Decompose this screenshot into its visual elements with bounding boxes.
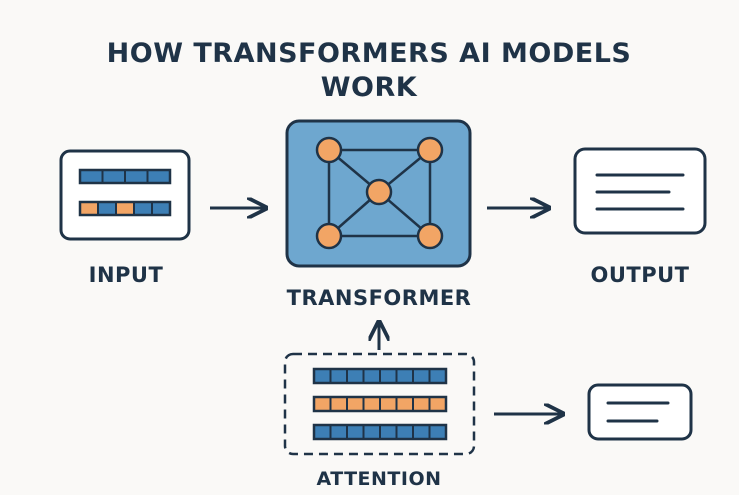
attention-token (428, 424, 447, 440)
attention-token (329, 424, 348, 440)
attention-row-frame (312, 395, 448, 413)
transformer-panel (285, 119, 472, 268)
transformer-label: TRANSFORMER (287, 286, 472, 310)
attention-token (346, 396, 365, 412)
input-token (151, 201, 171, 216)
input-token (79, 169, 104, 184)
output-box (573, 147, 707, 235)
attention-token (379, 396, 398, 412)
title-line-2: WORK (321, 72, 418, 103)
attention-token (313, 368, 332, 384)
input-row-frame (78, 200, 172, 217)
input-token (124, 169, 149, 184)
attention-dashed-frame (283, 352, 476, 456)
attention-token (428, 368, 447, 384)
network-node-top-left (315, 136, 343, 164)
input-token (97, 201, 117, 216)
input-row-frame (78, 168, 172, 185)
attention-label: ATTENTION (316, 468, 441, 490)
attention-token (412, 424, 431, 440)
output-label: OUTPUT (591, 263, 690, 287)
attention-token (362, 396, 381, 412)
network-graph (315, 136, 444, 250)
attention-token (395, 368, 414, 384)
input-token (115, 201, 135, 216)
attention-row-frame (312, 423, 448, 441)
attention-token (329, 368, 348, 384)
attention-token (329, 396, 348, 412)
input-box (59, 149, 191, 241)
attention-token (346, 368, 365, 384)
input-frame (59, 149, 191, 241)
input-label: INPUT (89, 263, 164, 287)
input-token (146, 169, 171, 184)
network-node-center (365, 178, 393, 206)
attention-token (379, 424, 398, 440)
attention-token-rows (312, 367, 448, 441)
attention-token (346, 424, 365, 440)
attention-token (379, 368, 398, 384)
attention-token (313, 396, 332, 412)
input-token-rows (78, 168, 172, 217)
result-box (587, 383, 693, 441)
attention-token (313, 424, 332, 440)
attention-token (428, 396, 447, 412)
attention-token (395, 396, 414, 412)
attention-token (362, 424, 381, 440)
input-token (79, 201, 99, 216)
attention-box (283, 352, 476, 456)
attention-token (412, 368, 431, 384)
network-node-bottom-left (315, 222, 343, 250)
attention-token (395, 424, 414, 440)
title-line-1: HOW TRANSFORMERS AI MODELS (107, 38, 632, 69)
result-frame (587, 383, 693, 441)
input-token (133, 201, 153, 216)
attention-token (362, 368, 381, 384)
input-token (101, 169, 126, 184)
network-node-top-right (416, 136, 444, 164)
attention-token (412, 396, 431, 412)
network-node-bottom-right (416, 222, 444, 250)
attention-row-frame (312, 367, 448, 385)
